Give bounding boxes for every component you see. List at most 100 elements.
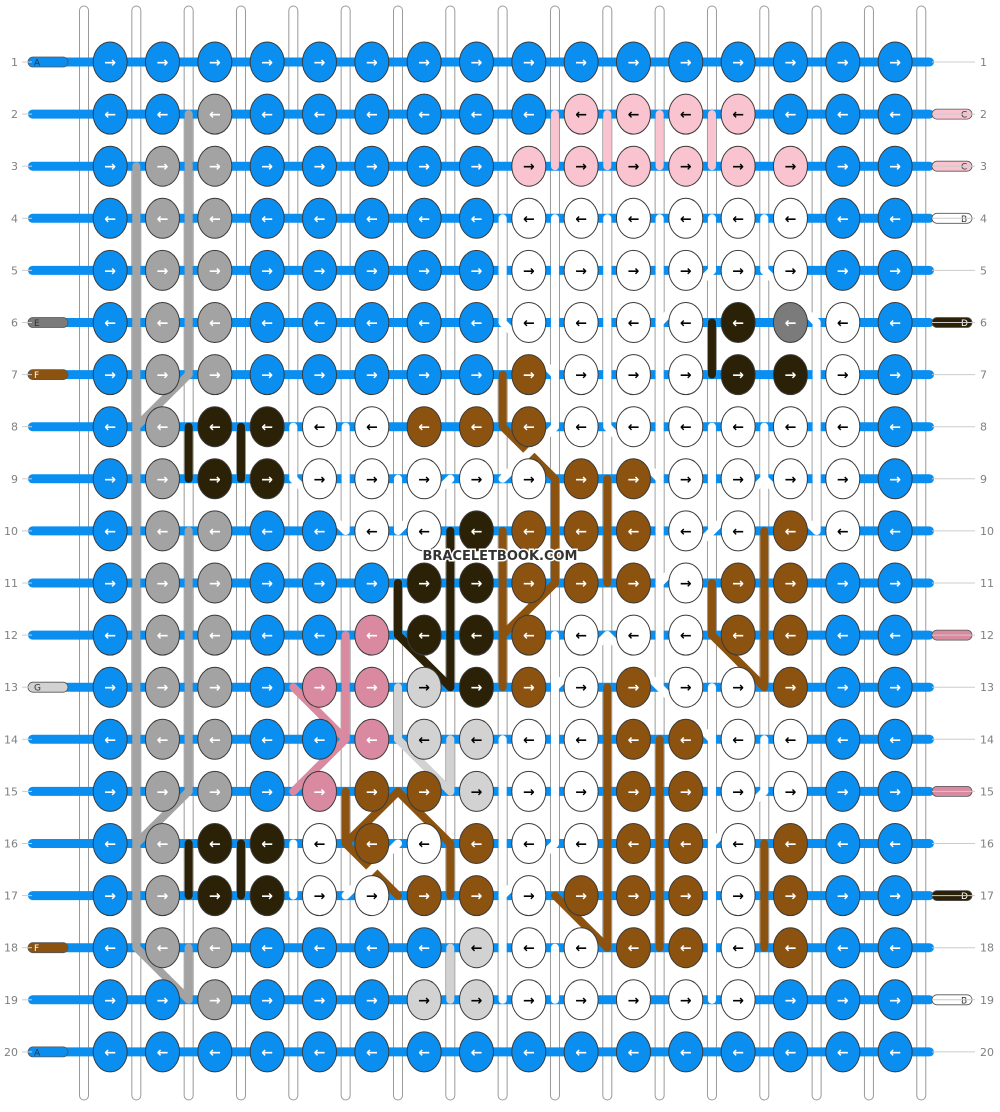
knot-shape <box>825 249 861 291</box>
knot: → <box>563 979 599 1021</box>
knot: → <box>354 979 390 1021</box>
knot: ← <box>301 614 337 656</box>
knot: → <box>406 354 442 396</box>
knot-shape <box>877 145 913 187</box>
knot: ← <box>772 302 808 343</box>
knot: ← <box>144 823 180 864</box>
knot-shape <box>615 197 651 239</box>
arrow-right-icon: → <box>628 993 640 1009</box>
knot-shape <box>458 614 494 656</box>
arrow-left-icon: ← <box>314 211 326 227</box>
knot-shape <box>720 614 756 656</box>
row-number-left: 14 <box>4 733 18 746</box>
arrow-left-icon: ← <box>157 211 169 227</box>
knot: → <box>406 458 442 500</box>
knot: ← <box>249 197 285 239</box>
arrow-left-icon: ← <box>785 628 797 644</box>
arrow-right-icon: → <box>471 472 483 488</box>
knot-shape <box>615 458 651 500</box>
knot: ← <box>249 927 285 969</box>
arrow-left-icon: ← <box>314 524 326 540</box>
knot: → <box>197 979 233 1021</box>
arrow-left-icon: ← <box>785 1045 797 1061</box>
knot: ← <box>458 510 494 552</box>
knot-shape <box>563 197 599 239</box>
knot: → <box>511 145 547 187</box>
arrow-left-icon: ← <box>418 732 430 748</box>
arrow-right-icon: → <box>732 368 744 384</box>
arrow-right-icon: → <box>209 680 221 696</box>
knot: → <box>301 875 337 917</box>
arrow-right-icon: → <box>418 263 430 279</box>
knot: → <box>197 458 233 500</box>
arrow-right-icon: → <box>261 368 273 384</box>
arrow-right-icon: → <box>209 889 221 905</box>
knot-shape <box>144 458 180 500</box>
knot-shape <box>92 93 128 135</box>
row-number-left: 5 <box>11 264 18 277</box>
knot: ← <box>563 93 599 135</box>
string-column-16 <box>863 5 874 1101</box>
arrow-left-icon: ← <box>575 628 587 644</box>
arrow-left-icon: ← <box>575 107 587 123</box>
row-number-right: 20 <box>980 1046 994 1059</box>
knot: → <box>668 249 704 291</box>
knot-shape <box>825 510 861 552</box>
arrow-left-icon: ← <box>314 837 326 853</box>
knot: ← <box>772 197 808 239</box>
row-number-right: 7 <box>980 369 987 382</box>
arrow-left-icon: ← <box>680 524 692 540</box>
knot: → <box>511 354 547 396</box>
row-number-left: 9 <box>11 473 18 486</box>
knot: → <box>511 249 547 291</box>
knot: ← <box>92 614 128 656</box>
knot: → <box>563 458 599 500</box>
knots-layer: → → → → → → → → → → → → → → → → ← ← ← ← ← ← ← ← ← ← ← ← ← ← ← ← → → → → → → → →… <box>92 41 913 1073</box>
knot: → <box>720 354 756 396</box>
knot: → <box>197 666 233 708</box>
knot: ← <box>720 614 756 656</box>
arrow-right-icon: → <box>628 784 640 800</box>
knot-shape <box>144 562 180 604</box>
knot: ← <box>406 718 442 760</box>
arrow-left-icon: ← <box>680 107 692 123</box>
arrow-left-icon: ← <box>209 941 221 957</box>
knot-shape <box>354 718 390 760</box>
knot-shape <box>772 41 808 83</box>
arrow-right-icon: → <box>418 576 430 592</box>
knot-shape <box>249 875 285 917</box>
knot-shape <box>197 979 233 1021</box>
left-end-letter: F <box>34 371 39 381</box>
knot: → <box>668 666 704 708</box>
knot-shape <box>877 249 913 291</box>
knot-shape <box>668 145 704 187</box>
knot-shape <box>668 354 704 396</box>
knot: ← <box>144 197 180 239</box>
knot: → <box>458 875 494 917</box>
knot-shape <box>406 510 442 552</box>
arrow-right-icon: → <box>680 55 692 71</box>
arrow-left-icon: ← <box>680 316 692 332</box>
knot: → <box>354 458 390 500</box>
arrow-right-icon: → <box>314 993 326 1009</box>
string-column-7 <box>392 5 403 1101</box>
arrow-right-icon: → <box>314 576 326 592</box>
arrow-left-icon: ← <box>889 211 901 227</box>
knot: → <box>668 458 704 500</box>
knot: ← <box>197 197 233 239</box>
knot-shape <box>406 770 442 812</box>
knot: ← <box>563 406 599 448</box>
knot: ← <box>668 614 704 656</box>
arrow-left-icon: ← <box>157 524 169 540</box>
arrow-left-icon: ← <box>209 837 221 853</box>
arrow-right-icon: → <box>209 993 221 1009</box>
knot: ← <box>301 406 337 448</box>
knot-shape <box>668 197 704 239</box>
arrow-left-icon: ← <box>157 316 169 332</box>
knot: ← <box>458 93 494 135</box>
arrow-right-icon: → <box>104 368 116 384</box>
arrow-right-icon: → <box>575 472 587 488</box>
arrow-right-icon: → <box>680 368 692 384</box>
arrow-right-icon: → <box>366 889 378 905</box>
knot-shape <box>406 249 442 291</box>
